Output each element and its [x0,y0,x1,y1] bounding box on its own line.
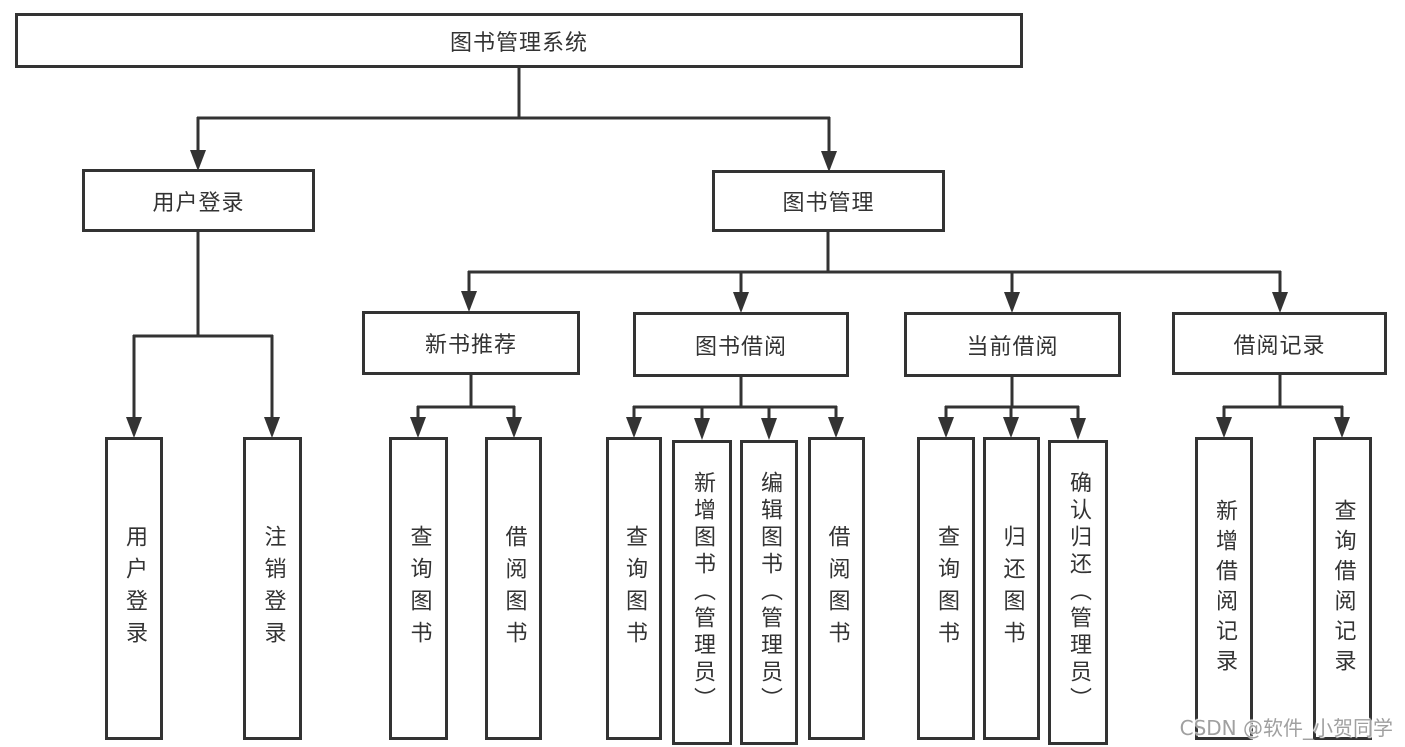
node-book-management-label: 图书管理 [782,191,875,216]
csdn-watermark: CSDN @软件_小贺同学 [1179,716,1393,740]
leaf-bb-edit-books-admin: 编辑图书（管理员） [740,440,798,745]
node-current-borrowing: 当前借阅 [904,312,1121,377]
connector-borrowing-to-leaves [632,375,838,420]
leaf-user-login: 用户登录 [105,437,163,740]
connector-records-to-leaves [1222,375,1344,420]
leaf-bb-add-books-admin: 新增图书（管理员） [672,440,732,745]
node-borrowing-records: 借阅记录 [1172,312,1387,375]
node-user-login: 用户登录 [82,169,315,232]
leaf-user-login-label: 用户登录 [122,524,147,653]
connector-bookmgmt-to-level3 [467,230,1282,294]
leaf-nb-borrow-books-label: 借阅图书 [501,524,527,653]
leaf-br-query-borrow-record: 查询借阅记录 [1313,437,1372,740]
leaf-br-query-borrow-record-label: 查询借阅记录 [1330,498,1356,679]
node-borrowing-records-label: 借阅记录 [1233,333,1326,359]
leaf-cb-confirm-return-admin: 确认归还（管理员） [1048,440,1108,745]
node-system-root-label: 图书管理系统 [449,30,588,56]
connector-root-to-level2 [196,66,831,153]
leaf-cb-return-books: 归还图书 [983,437,1040,740]
leaf-nb-query-books-label: 查询图书 [406,524,432,653]
leaf-nb-query-books: 查询图书 [389,437,448,740]
node-current-borrowing-label: 当前借阅 [966,334,1059,360]
node-new-book-recommend: 新书推荐 [362,311,580,375]
node-new-book-recommend-label: 新书推荐 [424,333,517,358]
leaf-logout-label: 注销登录 [260,524,286,653]
leaf-bb-add-books-admin-label: 新增图书（管理员） [690,471,715,714]
leaf-nb-borrow-books: 借阅图书 [485,437,542,740]
leaf-bb-borrow-books-label: 借阅图书 [824,524,850,653]
node-user-login-label: 用户登录 [152,190,245,216]
leaf-logout: 注销登录 [243,437,302,740]
connector-newbook-to-leaves [416,373,516,420]
leaf-bb-edit-books-admin-label: 编辑图书（管理员） [757,471,782,714]
leaf-cb-confirm-return-admin-label: 确认归还（管理员） [1066,471,1091,714]
leaf-bb-query-books-label: 查询图书 [622,524,647,653]
node-system-root: 图书管理系统 [15,13,1023,68]
leaf-bb-query-books: 查询图书 [606,437,662,740]
node-book-borrowing: 图书借阅 [633,312,849,377]
node-book-borrowing-label: 图书借阅 [694,334,787,360]
leaf-bb-borrow-books: 借阅图书 [808,437,865,740]
connector-current-to-leaves [944,375,1080,420]
connector-userlogin-to-leaves [132,230,274,420]
leaf-br-add-borrow-record: 新增借阅记录 [1195,437,1253,740]
node-book-management: 图书管理 [712,170,945,232]
leaf-cb-query-books-label: 查询图书 [934,524,959,653]
leaf-cb-query-books: 查询图书 [917,437,975,740]
leaf-br-add-borrow-record-label: 新增借阅记录 [1212,498,1237,679]
leaf-cb-return-books-label: 归还图书 [999,524,1025,653]
